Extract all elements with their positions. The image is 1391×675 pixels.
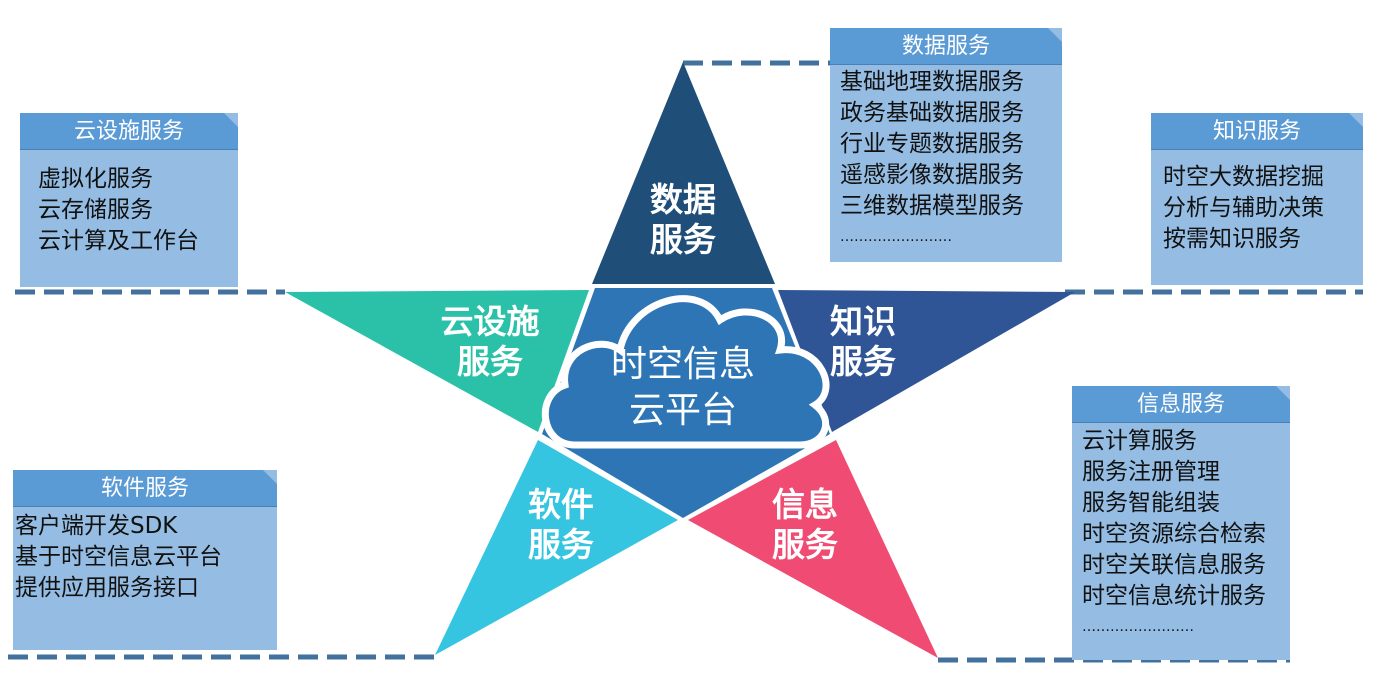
software-label: 软件服务 bbox=[508, 485, 614, 565]
list-item: 提供应用服务接口 bbox=[15, 575, 199, 601]
list-item: 服务注册管理 bbox=[1082, 459, 1220, 485]
list-item: 云存储服务 bbox=[38, 197, 153, 223]
list-item: 遥感影像数据服务 bbox=[840, 162, 1024, 188]
list-item: 云计算服务 bbox=[1082, 428, 1197, 454]
box-title: 数据服务 bbox=[830, 28, 1062, 65]
list-item: 时空信息统计服务 bbox=[1082, 583, 1266, 609]
list-item: 按需知识服务 bbox=[1163, 226, 1301, 252]
list-item: …………………… bbox=[1082, 619, 1194, 635]
cloud-box: 云设施服务 虚拟化服务 云存储服务 云计算及工作台 bbox=[20, 113, 238, 287]
list-item: 三维数据模型服务 bbox=[840, 193, 1024, 219]
list-item: 时空关联信息服务 bbox=[1082, 552, 1266, 578]
software-point bbox=[435, 440, 678, 655]
list-item: 政务基础数据服务 bbox=[840, 100, 1024, 126]
l1: 云设施 bbox=[440, 302, 540, 341]
cloud-icon bbox=[541, 295, 830, 449]
box-title: 软件服务 bbox=[13, 470, 277, 507]
l2: 服务 bbox=[528, 525, 594, 564]
list-item: 虚拟化服务 bbox=[38, 166, 153, 192]
l1: 知识 bbox=[830, 302, 896, 341]
knowledge-box: 知识服务 时空大数据挖掘 分析与辅助决策 按需知识服务 bbox=[1151, 113, 1363, 285]
list-item: 客户端开发SDK bbox=[15, 513, 178, 539]
center-title: 时空信息 云平台 bbox=[598, 342, 768, 434]
data-box: 数据服务 基础地理数据服务 政务基础数据服务 行业专题数据服务 遥感影像数据服务… bbox=[830, 28, 1062, 262]
center-line2: 云平台 bbox=[628, 390, 737, 431]
l2: 服务 bbox=[830, 342, 896, 381]
list-item: 时空大数据挖掘 bbox=[1163, 164, 1324, 190]
list-item: 时空资源综合检索 bbox=[1082, 521, 1266, 547]
l1: 信息 bbox=[772, 485, 838, 524]
l1: 数据 bbox=[650, 180, 716, 219]
list-item: 基础地理数据服务 bbox=[840, 69, 1024, 95]
list-item: 基于时空信息云平台 bbox=[15, 544, 222, 570]
l2: 服务 bbox=[457, 342, 523, 381]
box-title: 云设施服务 bbox=[20, 113, 238, 150]
list-item: 服务智能组装 bbox=[1082, 490, 1220, 516]
data-label: 数据服务 bbox=[630, 180, 736, 260]
box-title: 信息服务 bbox=[1072, 386, 1290, 423]
data-point bbox=[592, 62, 775, 284]
l2: 服务 bbox=[772, 525, 838, 564]
software-box: 软件服务 客户端开发SDK 基于时空信息云平台 提供应用服务接口 bbox=[13, 470, 277, 650]
info-point bbox=[688, 440, 938, 658]
knowledge-label: 知识服务 bbox=[810, 302, 916, 382]
l2: 服务 bbox=[650, 220, 716, 259]
info-box: 信息服务 云计算服务 服务注册管理 服务智能组装 时空资源综合检索 时空关联信息… bbox=[1072, 386, 1290, 660]
cloud-label: 云设施服务 bbox=[420, 302, 560, 382]
l1: 软件 bbox=[528, 485, 594, 524]
box-title: 知识服务 bbox=[1151, 113, 1363, 150]
knowledge-point bbox=[778, 290, 1075, 432]
list-item: …………………… bbox=[840, 229, 952, 245]
list-item: 分析与辅助决策 bbox=[1163, 195, 1324, 221]
list-item: 行业专题数据服务 bbox=[840, 131, 1024, 157]
cloud-point bbox=[285, 290, 589, 432]
center-line1: 时空信息 bbox=[610, 344, 755, 385]
list-item: 云计算及工作台 bbox=[38, 228, 199, 254]
info-label: 信息服务 bbox=[752, 485, 858, 565]
